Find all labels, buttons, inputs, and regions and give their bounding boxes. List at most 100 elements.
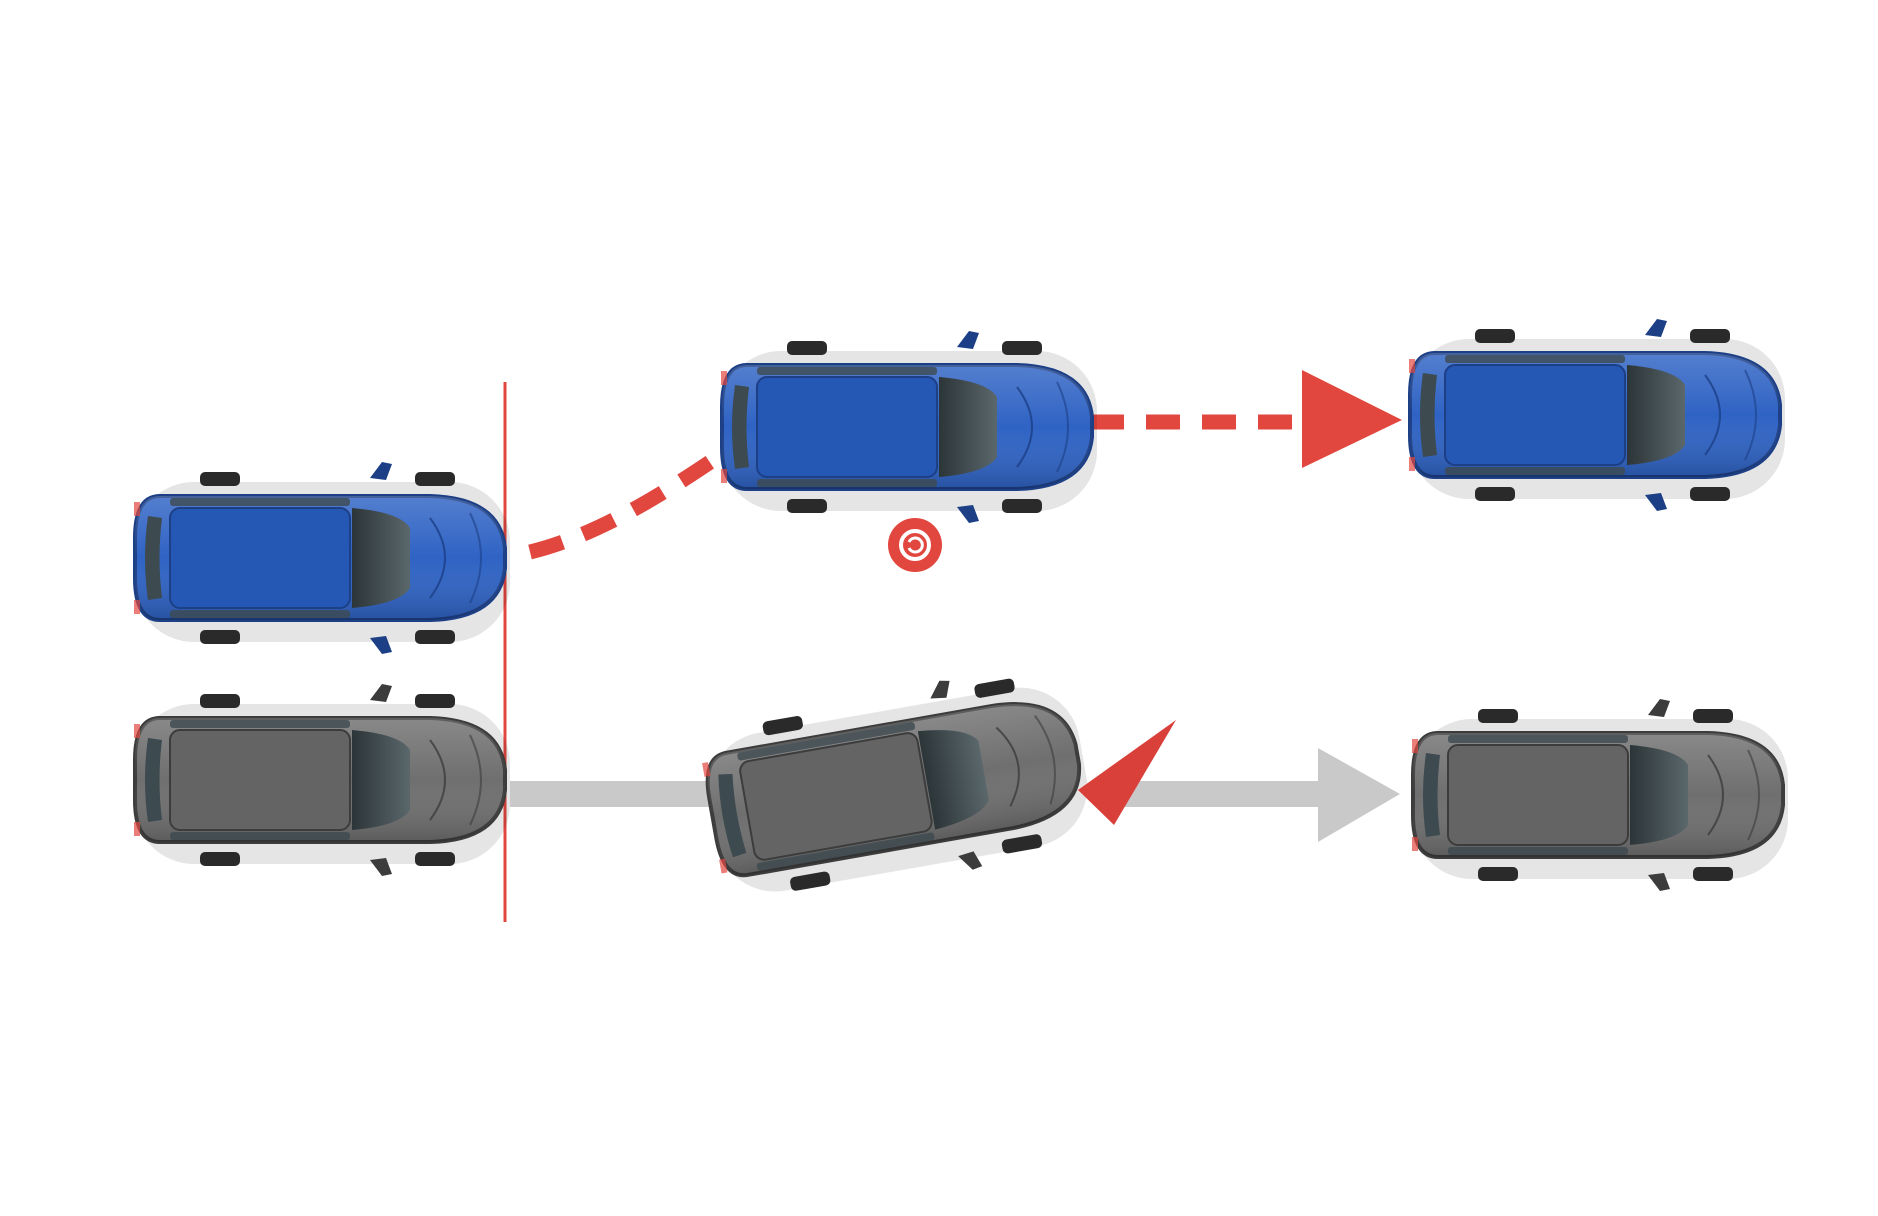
car-side-window bbox=[757, 367, 937, 375]
car-mirror bbox=[370, 462, 392, 480]
red-dashed-curve bbox=[528, 438, 740, 560]
car-hood-line bbox=[1744, 369, 1757, 461]
car-tail-light bbox=[719, 858, 728, 874]
car-wheel bbox=[790, 871, 831, 891]
car-rear-window bbox=[1423, 753, 1440, 837]
car-wheel bbox=[200, 630, 240, 644]
car-mirror bbox=[930, 680, 950, 699]
car-wheel bbox=[787, 341, 827, 355]
car-hood-line bbox=[469, 734, 482, 826]
gray-arrow-head bbox=[1318, 748, 1400, 842]
car-side-window bbox=[170, 832, 350, 840]
gray-car-start bbox=[133, 684, 510, 876]
car-mirror bbox=[1648, 873, 1670, 891]
car-wheel bbox=[1478, 867, 1518, 881]
car-tail-light bbox=[1412, 739, 1418, 753]
car-hood-line bbox=[995, 726, 1020, 807]
car-wheel bbox=[200, 694, 240, 708]
car-roof bbox=[1444, 364, 1626, 466]
car-wheel bbox=[415, 630, 455, 644]
car-hood-line bbox=[469, 512, 482, 604]
car-wheel bbox=[200, 852, 240, 866]
car-wheel bbox=[787, 499, 827, 513]
car-side-window bbox=[1448, 847, 1628, 855]
car-mirror bbox=[1648, 699, 1670, 717]
gray-car-middle bbox=[702, 678, 1088, 892]
car-mirror bbox=[957, 505, 979, 523]
car-wheel bbox=[1693, 709, 1733, 723]
gray-arrow-shaft-left bbox=[510, 781, 724, 807]
cars-layer bbox=[133, 319, 1788, 892]
car-mirror bbox=[370, 636, 392, 654]
car-hood-line bbox=[1747, 749, 1760, 841]
car-hood-line bbox=[1034, 715, 1056, 805]
red-dashed-path-arrow bbox=[528, 370, 1402, 560]
car-wheel bbox=[1002, 499, 1042, 513]
car-tail-light bbox=[1412, 837, 1418, 851]
car-mirror bbox=[370, 684, 392, 702]
car-tail-light bbox=[134, 502, 140, 516]
marker-ring bbox=[899, 529, 931, 561]
traffic-cone-icon bbox=[1078, 720, 1176, 825]
gray-arrow-shaft-right bbox=[1110, 781, 1330, 807]
car-roof bbox=[739, 732, 933, 861]
car-rear-window bbox=[1420, 373, 1437, 457]
gray-path-arrow bbox=[510, 748, 1400, 842]
car-rear-window bbox=[732, 385, 749, 469]
car-roof bbox=[1447, 744, 1629, 846]
car-wheel bbox=[1478, 709, 1518, 723]
car-side-window bbox=[170, 610, 350, 618]
car-side-window bbox=[1445, 467, 1625, 475]
car-wheel bbox=[1690, 487, 1730, 501]
car-windshield bbox=[939, 377, 997, 477]
car-wheel bbox=[1690, 329, 1730, 343]
car-mirror bbox=[957, 331, 979, 349]
car-side-window bbox=[737, 722, 916, 761]
car-mirror bbox=[958, 851, 983, 870]
car-windshield bbox=[1627, 365, 1685, 465]
steering-wheel-marker-icon bbox=[888, 518, 942, 572]
car-side-window bbox=[757, 479, 937, 487]
car-wheel bbox=[415, 852, 455, 866]
car-wheel bbox=[1475, 329, 1515, 343]
car-windshield bbox=[917, 730, 989, 830]
car-hood-line bbox=[429, 517, 446, 599]
marker-outer bbox=[888, 518, 942, 572]
car-wheel bbox=[415, 472, 455, 486]
car-windshield bbox=[352, 508, 410, 608]
blue-car-end bbox=[1408, 319, 1785, 511]
car-hood-line bbox=[1056, 381, 1069, 473]
car-roof bbox=[756, 376, 938, 478]
car-side-window bbox=[756, 832, 935, 871]
car-rear-window bbox=[145, 516, 162, 600]
car-roof bbox=[169, 507, 351, 609]
car-tail-light bbox=[721, 469, 727, 483]
car-windshield bbox=[352, 730, 410, 830]
car-side-window bbox=[1445, 355, 1625, 363]
car-tail-light bbox=[134, 724, 140, 738]
car-wheel bbox=[415, 694, 455, 708]
car-mirror bbox=[1645, 493, 1667, 511]
car-side-window bbox=[170, 720, 350, 728]
car-tail-light bbox=[134, 822, 140, 836]
car-side-window bbox=[1448, 735, 1628, 743]
car-wheel bbox=[974, 678, 1015, 698]
car-wheel bbox=[1693, 867, 1733, 881]
car-hood-line bbox=[429, 739, 446, 821]
car-wheel bbox=[1001, 834, 1043, 854]
car-roof bbox=[169, 729, 351, 831]
car-rear-window bbox=[718, 774, 747, 858]
car-mirror bbox=[370, 858, 392, 876]
car-tail-light bbox=[134, 600, 140, 614]
car-hood-line bbox=[1016, 386, 1033, 468]
car-side-window bbox=[170, 498, 350, 506]
blue-car-middle bbox=[720, 331, 1097, 523]
car-tail-light bbox=[1409, 359, 1415, 373]
red-arrow-head bbox=[1302, 370, 1402, 468]
car-hood-line bbox=[1704, 374, 1721, 456]
car-wheel bbox=[762, 715, 803, 736]
car-wheel bbox=[200, 472, 240, 486]
gray-car-end bbox=[1411, 699, 1788, 891]
car-hood-line bbox=[1707, 754, 1724, 836]
